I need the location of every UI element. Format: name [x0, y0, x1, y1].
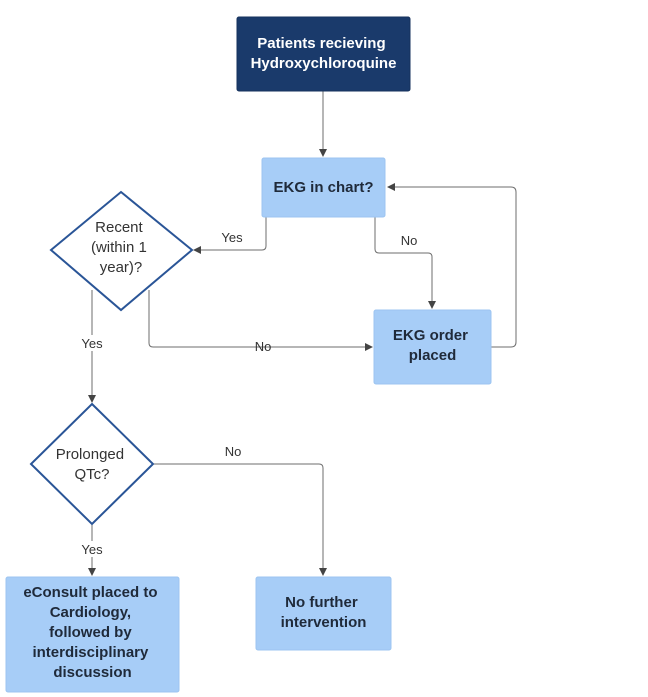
edge-label-recent-yes: Yes [81, 336, 103, 351]
edge-label-ekg-no: No [401, 233, 418, 248]
node-econsult-line-4: interdisciplinary [32, 644, 149, 661]
node-recent-line-3: year)? [100, 259, 143, 276]
edge-label-qtc-no: No [225, 444, 242, 459]
node-ekg-order-line-2: placed [409, 347, 457, 364]
edge-recent-to-order [148, 290, 373, 351]
node-ekg-in-chart: EKG in chart? [261, 157, 386, 218]
node-econsult-line-2: Cardiology, [50, 604, 131, 621]
node-qtc-line-1: Prolonged [56, 446, 124, 463]
node-econsult-line-3: followed by [49, 624, 132, 641]
svg-text:Recent (within 1: Recent (within 1 year)? [91, 219, 151, 276]
node-start-line-2: Hydroxychloroquine [251, 55, 397, 72]
edge-label-bg [78, 541, 106, 557]
edge-qtc-to-nofurther [153, 463, 327, 576]
svg-text:EKG in chart?: EKG in chart? [273, 179, 373, 196]
svg-text:No further interventio: No further intervention [281, 594, 367, 631]
node-econsult: eConsult placed to Cardiology, followed … [5, 576, 180, 693]
svg-text:Prolonged QTc?: Prolonged QTc? [56, 446, 129, 483]
svg-text:EKG order placed: EKG order placed [393, 327, 472, 364]
edge-label-bg [78, 335, 106, 351]
nodes: Patients recieving Hydroxychloroquine EK… [5, 16, 492, 693]
edge-ekg-to-order [374, 217, 436, 309]
edge-order-loop-back [387, 183, 517, 348]
node-start-line-1: Patients recieving [257, 35, 385, 52]
node-recent-decision: Recent (within 1 year)? [49, 190, 194, 312]
edge-label-qtc-yes: Yes [81, 542, 103, 557]
node-recent-line-2: (within 1 [91, 239, 147, 256]
node-no-further-line-2: intervention [281, 614, 367, 631]
node-no-further-line-1: No further [285, 594, 358, 611]
node-ekg-in-chart-label: EKG in chart? [273, 179, 373, 196]
edge-ekg-to-recent [193, 217, 267, 254]
node-ekg-order-line-1: EKG order [393, 327, 468, 344]
svg-text:eConsult placed to Car: eConsult placed to Cardiology, followed … [23, 584, 161, 681]
edge-label-recent-no: No [255, 339, 272, 354]
edges: Yes No No Yes No Yes [78, 91, 517, 576]
node-no-further: No further intervention [255, 576, 392, 651]
svg-text:Patients recieving Hyd: Patients recieving Hydroxychloroquine [251, 35, 397, 72]
node-start: Patients recieving Hydroxychloroquine [236, 16, 411, 92]
node-recent-line-1: Recent [95, 219, 143, 236]
edge-label-ekg-yes: Yes [221, 230, 243, 245]
node-econsult-line-5: discussion [53, 664, 131, 681]
node-ekg-order: EKG order placed [373, 309, 492, 385]
node-prolonged-qtc-decision: Prolonged QTc? [29, 402, 155, 526]
node-qtc-line-2: QTc? [74, 466, 109, 483]
node-econsult-line-1: eConsult placed to [23, 584, 157, 601]
